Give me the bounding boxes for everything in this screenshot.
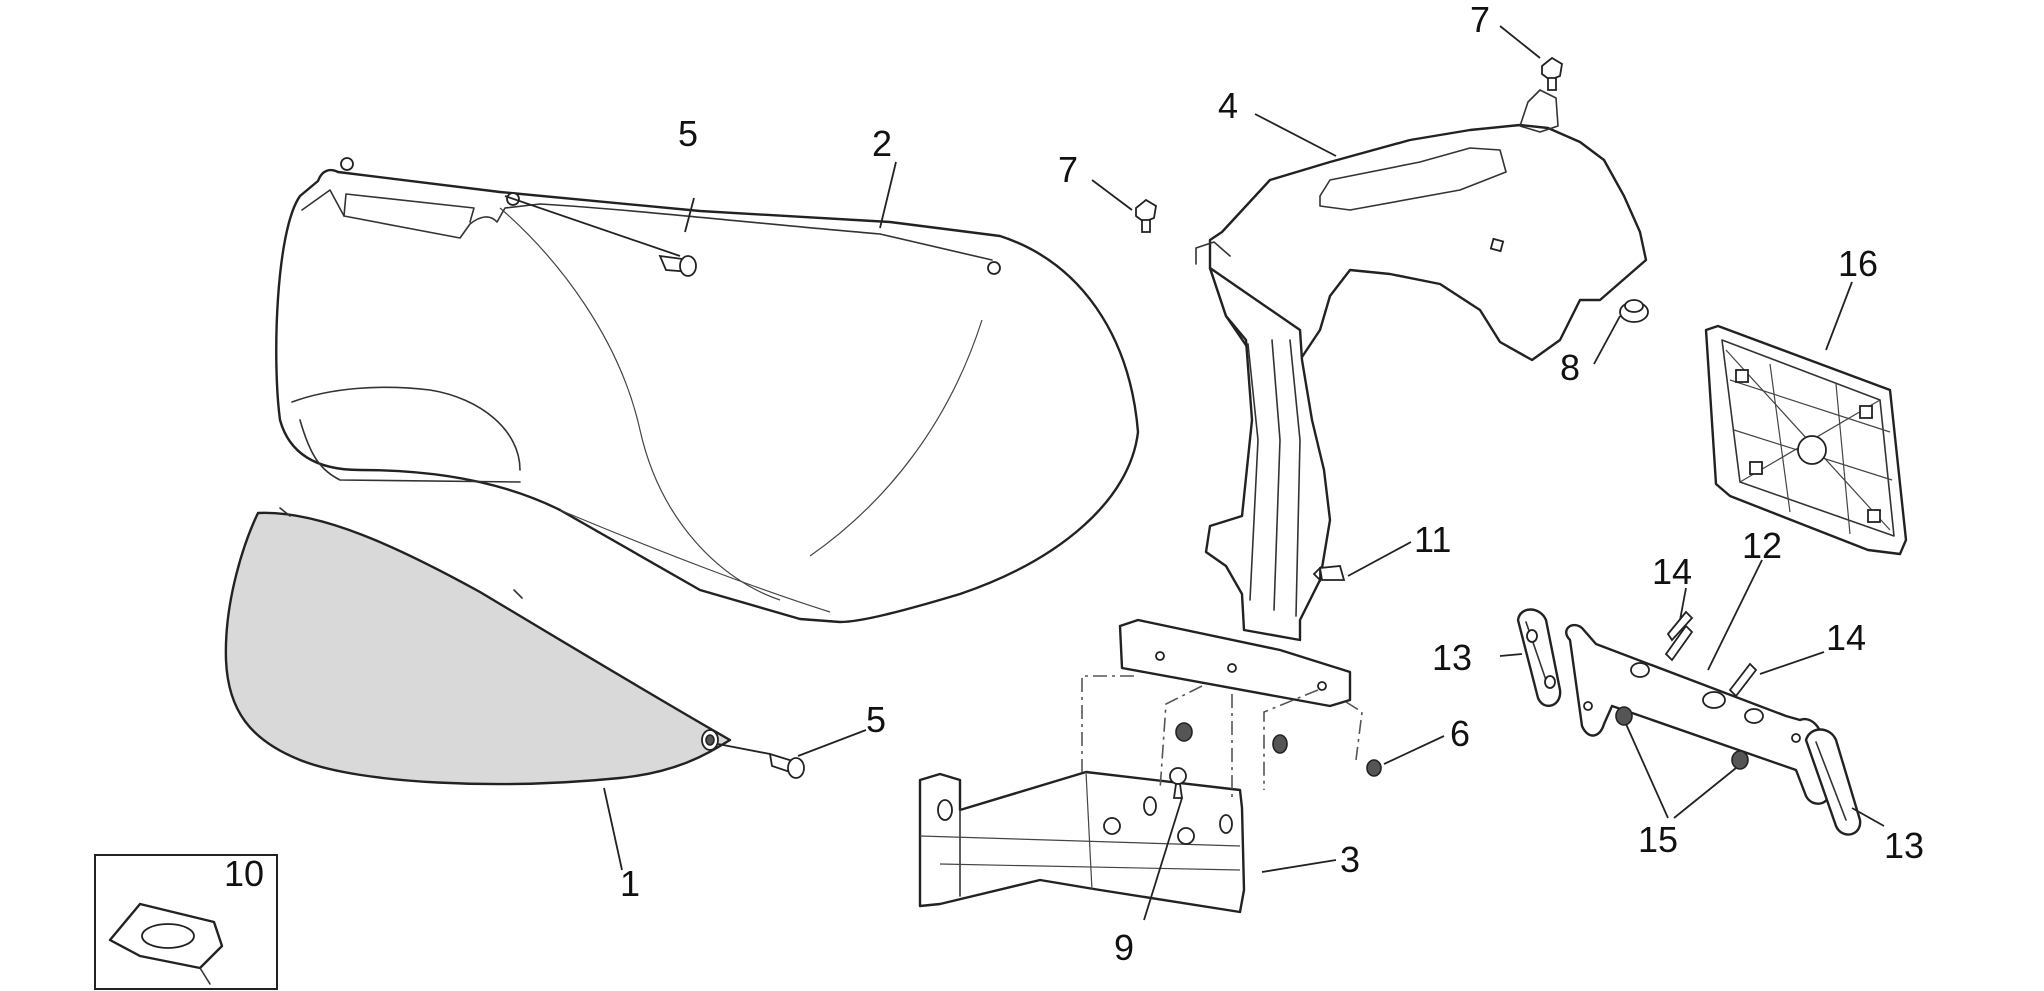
callout-7-top: 7	[1470, 0, 1490, 40]
callout-11: 11	[1414, 519, 1451, 560]
part-4-inner-fender	[1195, 89, 1648, 362]
assembly-dashed-lines	[1081, 675, 1363, 800]
callout-5-lower: 5	[866, 699, 886, 740]
callout-12: 12	[1742, 525, 1782, 566]
callout-13-right: 13	[1884, 825, 1924, 866]
callout-9: 9	[1114, 927, 1134, 968]
part-7-bolt-top	[1541, 56, 1563, 91]
callout-labels: 2 5 4 7 7 8 16 11 12 14 14 13 13 15 6 3 …	[224, 0, 1924, 968]
callout-10: 10	[224, 853, 264, 894]
callout-7-left: 7	[1058, 149, 1078, 190]
part-2-side-panel	[275, 157, 1140, 624]
callout-16: 16	[1838, 243, 1878, 284]
part-1-lower-cover	[224, 507, 732, 786]
part-6-nuts	[1175, 722, 1382, 777]
part-5-screw-lower	[717, 743, 805, 779]
callout-14-right: 14	[1826, 617, 1866, 658]
callout-1: 1	[620, 863, 640, 904]
part-13-reflectors	[1516, 608, 1862, 836]
part-16-plate-backing	[1704, 324, 1908, 556]
part-14-screws	[1664, 610, 1758, 698]
part-3-lower-bracket	[918, 770, 1246, 914]
part-15-grommets	[1615, 706, 1749, 770]
part-7-bolt-left	[1135, 198, 1157, 233]
callout-13-left: 13	[1432, 637, 1472, 678]
part-11-screw	[1312, 565, 1346, 583]
part-12-light-bracket	[1565, 623, 1832, 805]
callout-14-left: 14	[1652, 551, 1692, 592]
callout-4: 4	[1218, 85, 1238, 126]
callout-3: 3	[1340, 839, 1360, 880]
part-8-grommet	[1619, 299, 1649, 323]
callout-6: 6	[1450, 713, 1470, 754]
part-10-clip-inset	[94, 854, 278, 990]
callout-15: 15	[1638, 819, 1678, 860]
part-4-support-stem	[1118, 266, 1352, 708]
part-9-push-pin	[1169, 767, 1187, 799]
part-5-screw-upper	[504, 195, 697, 277]
callout-5-upper: 5	[678, 113, 698, 154]
callout-8: 8	[1560, 347, 1580, 388]
leader-lines	[603, 25, 1885, 921]
callout-2: 2	[872, 123, 892, 164]
